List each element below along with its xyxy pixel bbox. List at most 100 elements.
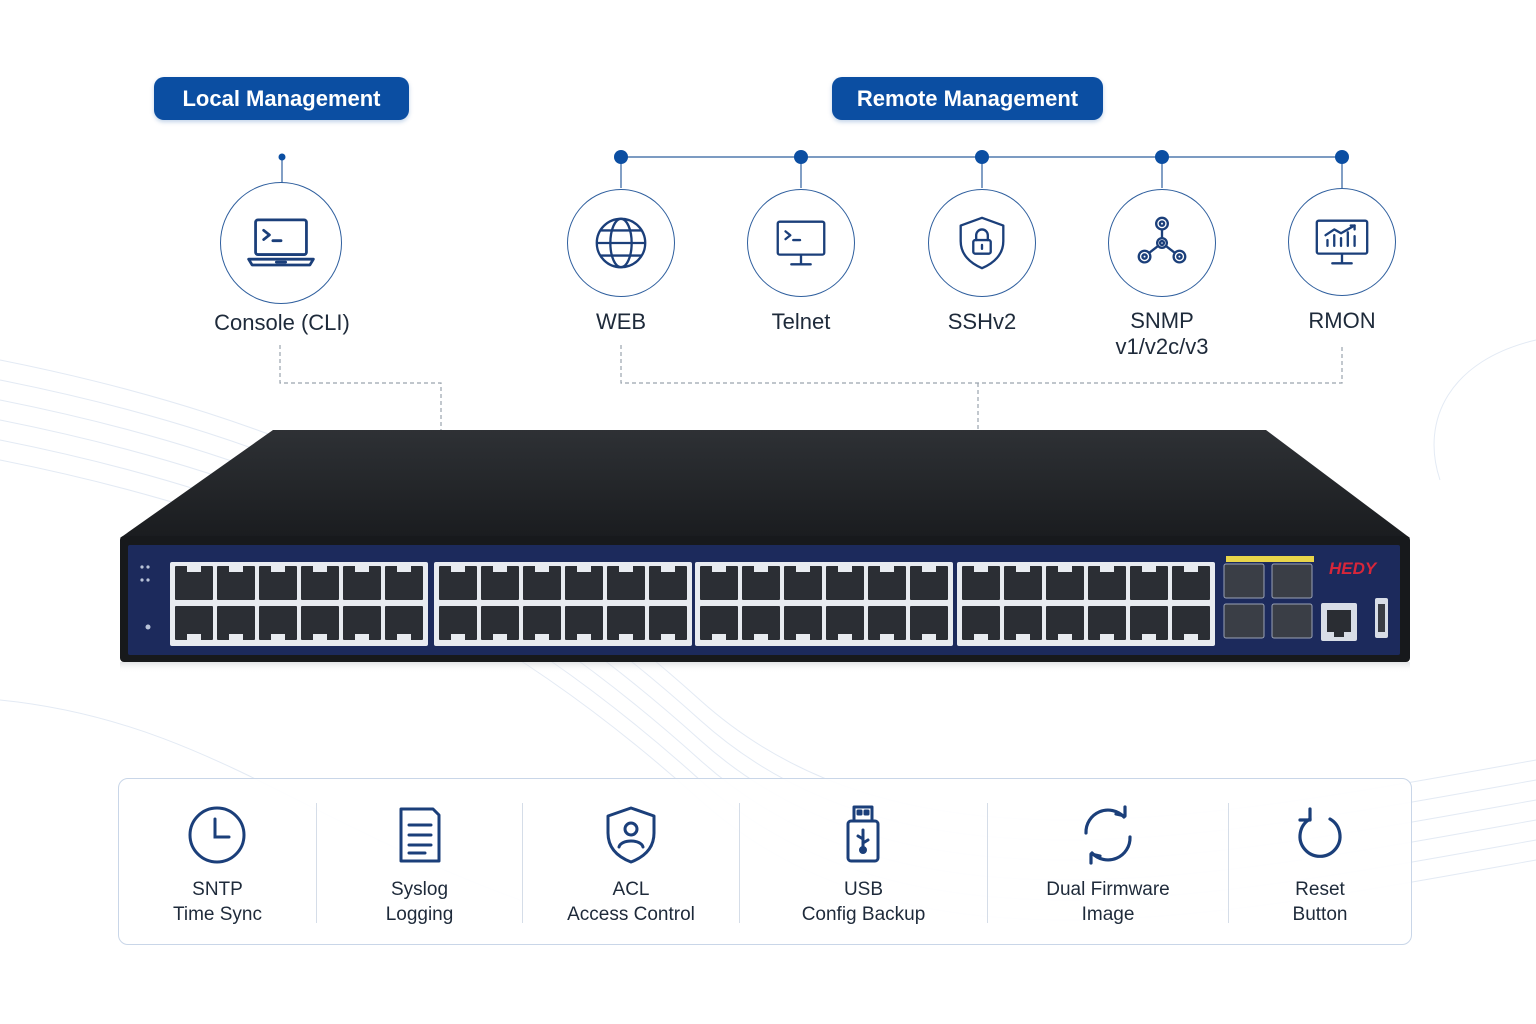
port-latch — [619, 566, 633, 572]
rj45-port[interactable] — [1130, 606, 1168, 640]
port-latch — [187, 634, 201, 640]
rj45-port[interactable] — [826, 566, 864, 600]
rj45-port[interactable] — [742, 566, 780, 600]
rj45-port[interactable] — [868, 606, 906, 640]
rj45-port[interactable] — [1088, 566, 1126, 600]
sfp-port[interactable] — [1271, 603, 1313, 639]
rj45-port[interactable] — [175, 566, 213, 600]
divider — [522, 803, 523, 923]
snmp-node — [1108, 189, 1216, 297]
clock-icon — [188, 806, 246, 864]
network-nodes-icon — [1137, 216, 1187, 264]
rj45-port[interactable] — [1088, 606, 1126, 640]
sfp-port[interactable] — [1271, 563, 1313, 599]
port-latch — [974, 634, 988, 640]
rj45-port[interactable] — [343, 566, 381, 600]
feature-label: Syslog Logging — [385, 879, 454, 925]
rj45-port[interactable] — [649, 566, 687, 600]
feature-label: SNTP Time Sync — [172, 879, 263, 925]
sfp-port[interactable] — [1223, 563, 1265, 599]
port-latch — [187, 566, 201, 572]
rj45-port[interactable] — [481, 566, 519, 600]
rj45-port[interactable] — [523, 606, 561, 640]
console-cli-label: Console (CLI) — [214, 310, 350, 335]
port-latch — [796, 566, 810, 572]
globe-icon — [595, 217, 647, 269]
port-latch — [397, 634, 411, 640]
rj45-port[interactable] — [784, 566, 822, 600]
snmp-label: SNMP v1/v2c/v3 — [1115, 308, 1209, 359]
feature-acl: ACL Access Control — [523, 779, 739, 946]
rj45-port[interactable] — [1004, 606, 1042, 640]
rj45-port[interactable] — [784, 606, 822, 640]
document-icon — [399, 807, 441, 863]
rj45-port[interactable] — [523, 566, 561, 600]
port-latch — [880, 566, 894, 572]
feature-sntp: SNTP Time Sync — [119, 779, 316, 946]
port-latch — [355, 634, 369, 640]
port-latch — [535, 634, 549, 640]
rj45-port[interactable] — [217, 606, 255, 640]
sync-arrows-icon — [1084, 805, 1132, 865]
port-latch — [355, 566, 369, 572]
port-latch — [661, 634, 675, 640]
rj45-port[interactable] — [826, 606, 864, 640]
usb-drive-icon — [846, 805, 880, 863]
rj45-port[interactable] — [607, 606, 645, 640]
local-management-heading: Local Management — [154, 77, 409, 120]
rj45-port[interactable] — [910, 606, 948, 640]
rj45-port[interactable] — [385, 606, 423, 640]
telnet-node — [747, 189, 855, 297]
web-label: WEB — [595, 309, 647, 334]
port-latch — [577, 566, 591, 572]
rj45-port[interactable] — [259, 566, 297, 600]
rj45-port[interactable] — [868, 566, 906, 600]
rj45-port[interactable] — [910, 566, 948, 600]
rj45-port[interactable] — [962, 566, 1000, 600]
rj45-port[interactable] — [481, 606, 519, 640]
rj45-port[interactable] — [607, 566, 645, 600]
port-latch — [661, 566, 675, 572]
feature-reset: Reset Button — [1229, 779, 1411, 946]
shield-user-icon — [606, 806, 656, 864]
rj45-port[interactable] — [700, 566, 738, 600]
port-latch — [313, 634, 327, 640]
rj45-port[interactable] — [742, 606, 780, 640]
rj45-port[interactable] — [565, 606, 603, 640]
port-latch — [1058, 566, 1072, 572]
rj45-port[interactable] — [565, 566, 603, 600]
rj45-port[interactable] — [1004, 566, 1042, 600]
rj45-port[interactable] — [649, 606, 687, 640]
rj45-port[interactable] — [175, 606, 213, 640]
rj45-port[interactable] — [259, 606, 297, 640]
port-latch — [838, 634, 852, 640]
rj45-port[interactable] — [439, 606, 477, 640]
rj45-port[interactable] — [1172, 566, 1210, 600]
port-latch — [397, 566, 411, 572]
rj45-port[interactable] — [1046, 566, 1084, 600]
rj45-port[interactable] — [301, 566, 339, 600]
rj45-port[interactable] — [439, 566, 477, 600]
port-latch — [271, 566, 285, 572]
port-latch — [754, 634, 768, 640]
port-latch — [1100, 634, 1114, 640]
rj45-port[interactable] — [301, 606, 339, 640]
rj45-port[interactable] — [1046, 606, 1084, 640]
port-latch — [974, 566, 988, 572]
feature-label: Reset Button — [1292, 879, 1348, 925]
rj45-port[interactable] — [1172, 606, 1210, 640]
rj45-port[interactable] — [217, 566, 255, 600]
rj45-port[interactable] — [1130, 566, 1168, 600]
port-latch — [1184, 634, 1198, 640]
sfp-port[interactable] — [1223, 603, 1265, 639]
port-latch — [313, 566, 327, 572]
rj45-port[interactable] — [962, 606, 1000, 640]
rj45-port[interactable] — [385, 566, 423, 600]
rj45-port[interactable] — [700, 606, 738, 640]
port-latch — [880, 634, 894, 640]
port-latch — [493, 566, 507, 572]
rj45-port[interactable] — [343, 606, 381, 640]
divider — [316, 803, 317, 923]
web-node — [567, 189, 675, 297]
divider — [1228, 803, 1229, 923]
